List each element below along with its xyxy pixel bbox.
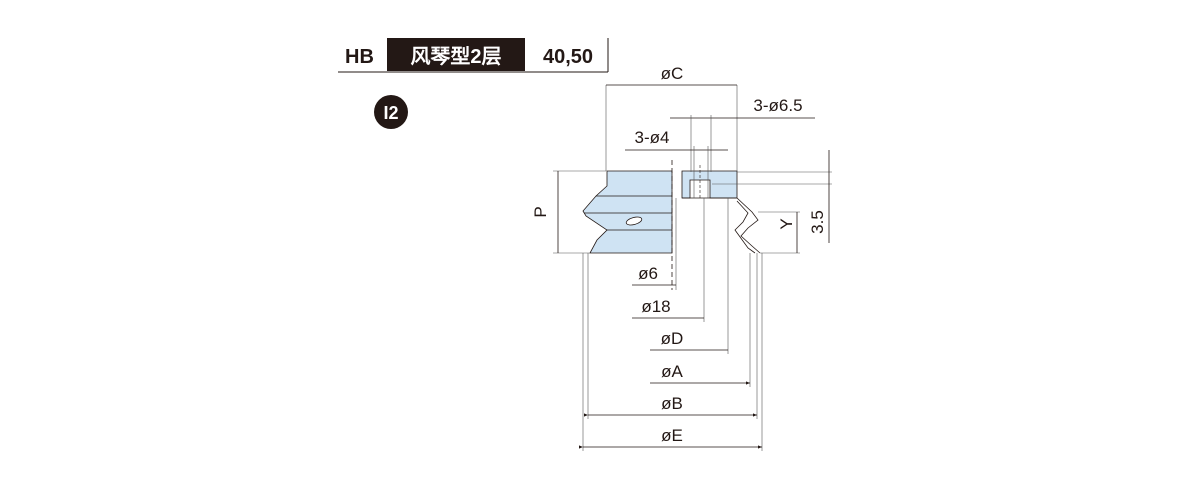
type-label: 风琴型2层 (410, 45, 501, 68)
side-hole (625, 216, 643, 226)
dim-b: øB (661, 394, 683, 413)
series-label: HB (345, 46, 374, 68)
dim-y: Y (777, 218, 796, 229)
dim-d6: ø6 (638, 264, 658, 283)
cup-left-half (582, 170, 673, 254)
dim-d18: ø18 (641, 297, 670, 316)
dim-d: øD (661, 329, 684, 348)
cup-right-section (682, 197, 761, 254)
dim-e: øE (661, 426, 683, 445)
dim-c: øC (661, 64, 684, 83)
header-bar: HB 风琴型2层 40,50 (338, 38, 609, 73)
cup-top-plate-right (681, 170, 738, 199)
dim-a: øA (661, 362, 683, 381)
dim-offset: 3.5 (808, 210, 827, 234)
dim-hole-inner: 3-ø4 (635, 128, 670, 147)
badge-label: I2 (383, 103, 398, 123)
type-box (387, 38, 525, 71)
dim-hole-outer: 3-ø6.5 (753, 96, 802, 115)
sizes-label: 40,50 (543, 46, 593, 68)
badge (374, 95, 408, 129)
dim-p: P (531, 206, 550, 217)
